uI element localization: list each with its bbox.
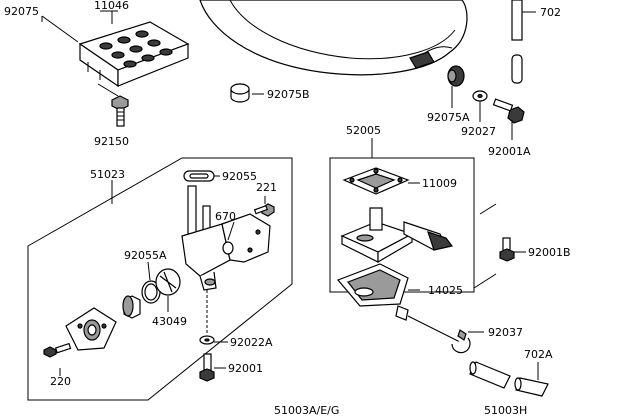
label-220: 220 bbox=[50, 375, 71, 388]
lever-43049 bbox=[155, 268, 181, 312]
o-ring-670 bbox=[222, 221, 235, 255]
o-ring-92055A bbox=[141, 261, 161, 304]
label-14025: 14025 bbox=[428, 284, 463, 297]
label-51003AEG: 51003A/E/G bbox=[274, 404, 339, 417]
label-92075B: 92075B bbox=[267, 88, 310, 101]
cover-plate bbox=[65, 307, 117, 351]
bracket-11046 bbox=[78, 21, 190, 88]
screw-221 bbox=[253, 196, 275, 217]
label-92055A: 92055A bbox=[124, 249, 167, 262]
label-92027: 92027 bbox=[461, 125, 496, 138]
label-43049: 43049 bbox=[152, 315, 187, 328]
hose-702A bbox=[469, 361, 549, 397]
bolt-92001A bbox=[492, 98, 525, 140]
fuel-cock-body bbox=[181, 185, 271, 291]
bolt-92001 bbox=[199, 353, 226, 382]
grommet-92075B bbox=[230, 83, 264, 103]
bolt-92150 bbox=[97, 83, 129, 127]
label-92001A: 92001A bbox=[488, 145, 531, 158]
assembly-box-52005 bbox=[329, 138, 475, 293]
label-92055: 92055 bbox=[222, 170, 257, 183]
label-92022A: 92022A bbox=[230, 336, 273, 349]
assembly-box-51023 bbox=[27, 157, 293, 401]
gasket-92055 bbox=[183, 170, 220, 182]
bolt-92001B bbox=[473, 203, 526, 289]
hose-702 bbox=[511, 0, 536, 84]
washer-92027 bbox=[472, 90, 488, 122]
label-92001: 92001 bbox=[228, 362, 263, 375]
outlet-fitting bbox=[395, 305, 461, 343]
grommet-92075A bbox=[447, 65, 465, 108]
leader-92075 bbox=[41, 15, 79, 43]
label-670: 670 bbox=[215, 210, 236, 223]
label-702A: 702A bbox=[524, 348, 553, 361]
label-11046: 11046 bbox=[94, 0, 129, 12]
clamp-92037 bbox=[451, 329, 484, 354]
label-702: 702 bbox=[540, 6, 561, 19]
label-52005: 52005 bbox=[346, 124, 381, 137]
washer-92022A bbox=[199, 290, 228, 345]
label-51023: 51023 bbox=[90, 168, 125, 181]
label-92001B: 92001B bbox=[528, 246, 571, 259]
label-92150: 92150 bbox=[94, 135, 129, 148]
gasket-11009 bbox=[342, 167, 420, 195]
label-92075: 92075 bbox=[4, 5, 39, 18]
float-unit bbox=[340, 207, 454, 264]
label-221: 221 bbox=[256, 181, 277, 194]
label-92075A: 92075A bbox=[427, 111, 470, 124]
label-51003H: 51003H bbox=[484, 404, 527, 417]
fuel-tank bbox=[199, 0, 468, 76]
screw-220 bbox=[43, 342, 72, 376]
label-11009: 11009 bbox=[422, 177, 457, 190]
knob bbox=[122, 295, 141, 319]
label-92037: 92037 bbox=[488, 326, 523, 339]
housing-14025 bbox=[336, 263, 420, 307]
